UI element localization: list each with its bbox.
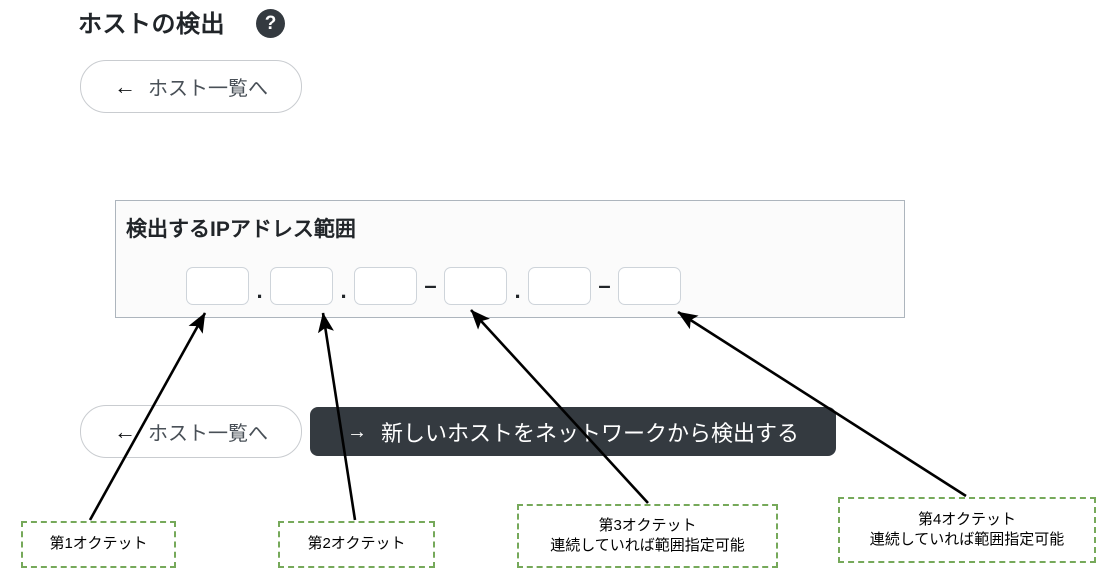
page-title: ホストの検出 xyxy=(78,11,225,38)
arrow-to-octet-4 xyxy=(677,310,967,498)
octet-4-start-input[interactable] xyxy=(528,267,591,305)
arrow-left-icon: ← xyxy=(114,73,136,99)
separator-dash-1: – xyxy=(424,273,437,298)
octet-1-input[interactable] xyxy=(186,267,249,305)
arrow-left-icon: ← xyxy=(114,418,136,444)
annotation-line-1: 第4オクテット xyxy=(917,510,1017,528)
octet-2-input[interactable] xyxy=(270,267,333,305)
annotation-line-1: 第3オクテット xyxy=(598,516,697,534)
annotation-line-1: 第2オクテット xyxy=(307,535,406,553)
annotation-line-1: 第1オクテット xyxy=(49,535,148,553)
annotation-line-2: 連続していれば範囲指定可能 xyxy=(869,531,1065,548)
separator-dot-3: . xyxy=(514,278,521,303)
octet-3-start-input[interactable] xyxy=(354,267,417,305)
separator-dash-2: – xyxy=(598,273,611,298)
arrow-right-icon: → xyxy=(346,420,367,443)
annotation-line-2: 連続していれば範囲指定可能 xyxy=(550,537,745,554)
annotation-box-octet-3: 第3オクテット 連続していれば範囲指定可能 xyxy=(517,504,778,568)
ip-range-panel: 検出するIPアドレス範囲 . . – . – xyxy=(115,200,905,318)
octet-4-end-input[interactable] xyxy=(618,267,681,305)
discover-hosts-label: 新しいホストをネットワークから検出する xyxy=(380,420,799,446)
octet-3-end-input[interactable] xyxy=(444,267,507,305)
separator-dot-1: . xyxy=(256,278,263,303)
back-to-host-list-label-top: ホスト一覧へ xyxy=(148,78,268,100)
ip-range-panel-title: 検出するIPアドレス範囲 xyxy=(126,218,356,241)
discover-hosts-button[interactable]: → 新しいホストをネットワークから検出する xyxy=(310,407,836,456)
octet-input-row: . . – . – xyxy=(186,267,681,305)
back-to-host-list-button-top[interactable]: ← ホスト一覧へ xyxy=(80,60,302,113)
annotation-box-octet-4: 第4オクテット 連続していれば範囲指定可能 xyxy=(838,497,1096,563)
annotation-box-octet-1: 第1オクテット xyxy=(21,521,176,568)
question-mark-icon[interactable]: ? xyxy=(256,9,285,38)
back-to-host-list-label-bottom: ホスト一覧へ xyxy=(148,423,268,445)
annotation-box-octet-2: 第2オクテット xyxy=(278,521,435,568)
back-to-host-list-button-bottom[interactable]: ← ホスト一覧へ xyxy=(80,405,302,458)
separator-dot-2: . xyxy=(340,278,347,303)
